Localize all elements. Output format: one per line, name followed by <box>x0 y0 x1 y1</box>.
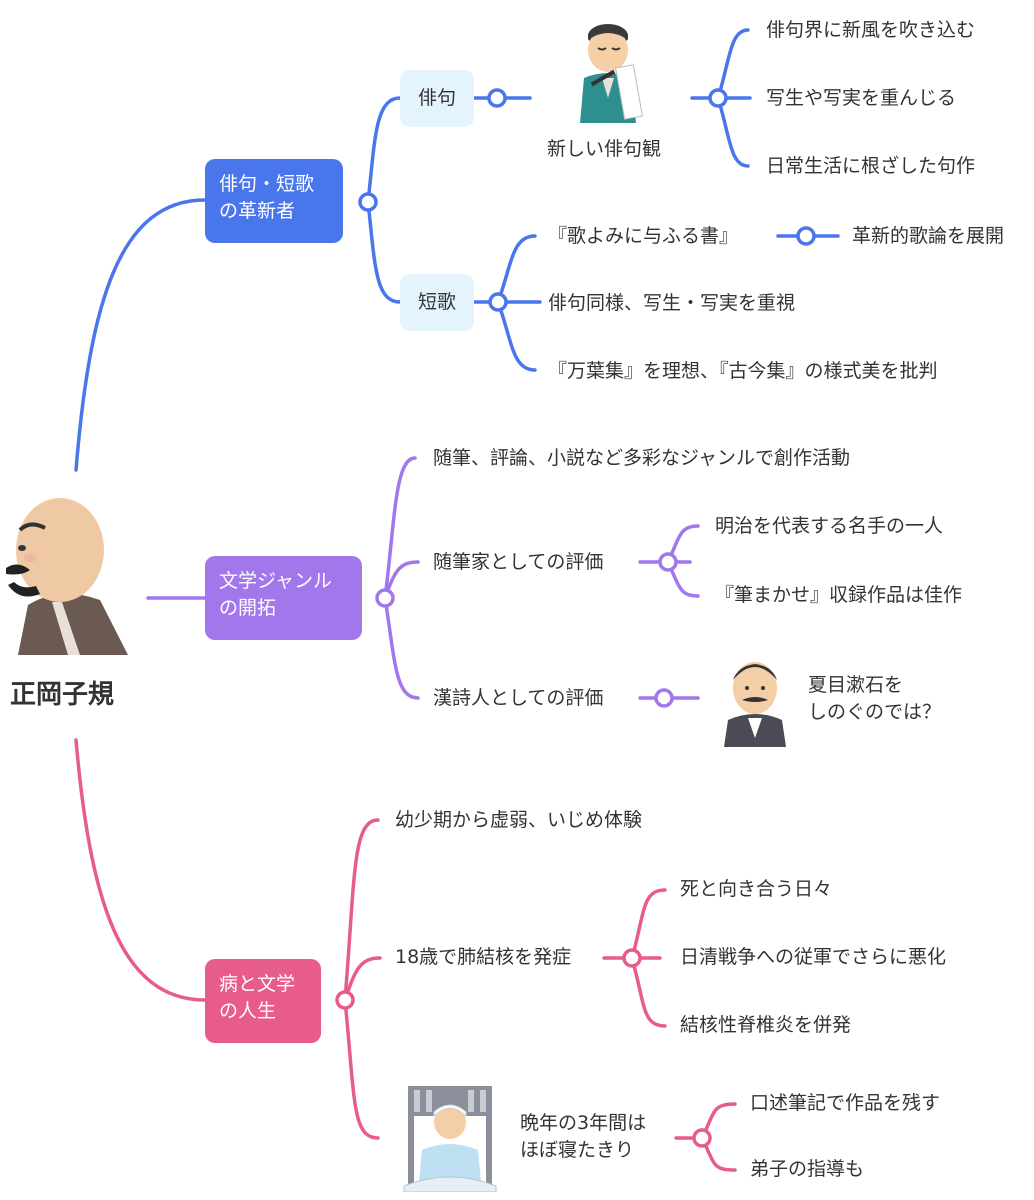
tanka-book: 『歌よみに与ふる書』 <box>548 225 739 247</box>
tanka-point-1: 俳句同様、写生・写実を重視 <box>548 292 796 314</box>
node-last-years: 晩年の3年間は ほぼ寝たきり <box>520 1112 647 1161</box>
node-essayist: 随筆家としての評価 <box>433 551 604 573</box>
tb-point-1: 死と向き合う日々 <box>680 878 833 900</box>
haiku-point-1: 俳句界に新風を吹き込む <box>766 19 976 41</box>
natsume-soseki-illustration <box>724 662 786 747</box>
tanka-book-result: 革新的歌論を展開 <box>852 225 1005 247</box>
branch-genres[interactable]: 文学ジャンル の開拓 <box>205 556 362 640</box>
tanka-point-2: 『万葉集』を理想、『古今集』の様式美を批判 <box>548 360 938 382</box>
branch-illness-life[interactable]: 病と文学 の人生 <box>205 959 321 1043</box>
illness-item-1: 幼少期から虚弱、いじめ体験 <box>395 809 643 831</box>
haiku-poet-illustration <box>580 24 643 123</box>
root-title: 正岡子規 <box>10 680 115 710</box>
bedridden-patient-illustration <box>403 1086 497 1192</box>
node-new-haiku-view: 新しい俳句観 <box>547 138 662 160</box>
node-tanka[interactable]: 短歌 <box>400 274 474 331</box>
last-point-1: 口述筆記で作品を残す <box>750 1092 941 1114</box>
last-point-2: 弟子の指導も <box>750 1158 865 1180</box>
essayist-point-1: 明治を代表する名手の一人 <box>715 515 944 537</box>
haiku-point-3: 日常生活に根ざした句作 <box>766 155 976 177</box>
poet-note: 夏目漱石を しのぐのでは？ <box>808 674 942 723</box>
branch-innovator[interactable]: 俳句・短歌 の革新者 <box>205 159 343 243</box>
node-poet: 漢詩人としての評価 <box>433 687 604 709</box>
tb-point-2: 日清戦争への従軍でさらに悪化 <box>680 946 947 968</box>
node-tuberculosis: 18歳で肺結核を発症 <box>395 946 572 968</box>
node-haiku[interactable]: 俳句 <box>400 70 474 127</box>
essayist-point-2: 『筆まかせ』収録作品は佳作 <box>715 584 963 606</box>
haiku-point-2: 写生や写実を重んじる <box>766 87 957 109</box>
genre-item-1: 随筆、評論、小説など多彩なジャンルで創作活動 <box>433 447 851 469</box>
tb-point-3: 結核性脊椎炎を併発 <box>680 1014 852 1036</box>
masaoka-shiki-portrait <box>6 498 128 655</box>
